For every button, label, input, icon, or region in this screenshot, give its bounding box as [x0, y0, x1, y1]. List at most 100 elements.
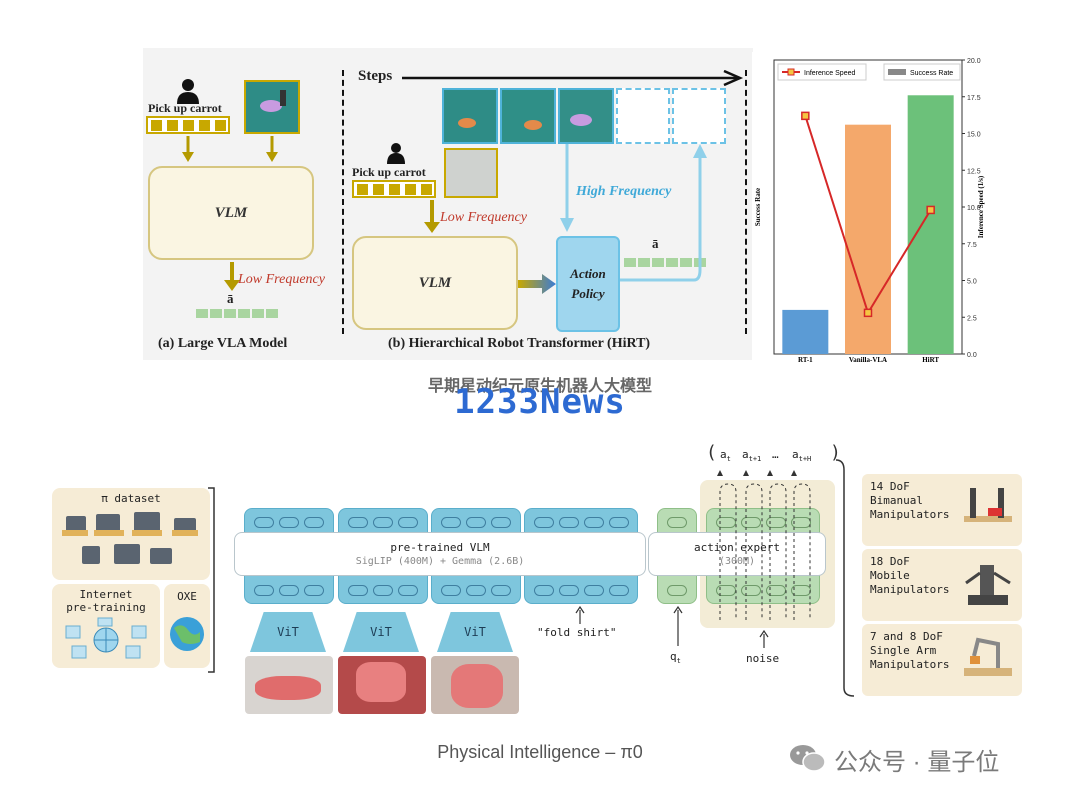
pretrained-vlm-bar: pre-trained VLM SigLIP (400M) + Gemma (2…: [234, 532, 646, 576]
vit-encoder-3: ViT: [437, 612, 513, 652]
robot-dof-1: 14 DoF: [870, 480, 910, 493]
policy-label-2: Policy: [571, 286, 605, 301]
action-t-plus-1: at+1: [742, 448, 762, 464]
bottom-caption: Physical Intelligence – π0: [437, 742, 643, 762]
chart-svg: RT-1 Vanilla-VLA HiRT 0.0 2.5 5.0 7.5 10.0 12.5 1…: [754, 58, 985, 364]
vlm-box-b: VLM: [352, 236, 518, 330]
separator-a-b: [342, 70, 344, 334]
right-tick-label: 7.5: [967, 242, 977, 249]
frames-to-policy-arrow: [560, 144, 574, 232]
bar-rt-1: [782, 309, 829, 354]
instruction-label-a: Pick up carrot: [148, 101, 222, 115]
high-frequency-label: High Frequency: [576, 184, 672, 199]
instruction-label-b: Pick up carrot: [352, 165, 426, 179]
right-tick-label: 12.5: [967, 168, 981, 175]
speed-marker-rt-1: [801, 111, 810, 121]
pi-dataset-card: π dataset: [52, 488, 210, 580]
globe-network-icon: [65, 617, 147, 659]
noise-label: noise: [746, 652, 780, 665]
legend-box-success: [883, 63, 961, 81]
low-frequency-label-a: Low Frequency: [238, 272, 325, 287]
action-symbol-a: ā: [227, 291, 234, 306]
x-tick-label: HiRT: [922, 356, 939, 364]
x-tick-label: RT-1: [798, 356, 813, 364]
action-symbol-b: ā: [652, 236, 659, 251]
x-tick-label: Vanilla-VLA: [849, 356, 887, 364]
robot-dof-2: 18 DoF: [870, 555, 910, 568]
robot-type-2: Mobile: [870, 569, 910, 582]
noise-arrow: [759, 630, 769, 648]
right-tick-label: 0.0: [967, 352, 977, 359]
person-icon: [177, 79, 199, 104]
vlm-subtitle: SigLIP (400M) + Gemma (2.6B): [355, 556, 525, 567]
vit-encoder-1: ViT: [250, 612, 326, 652]
future-frame-1: [616, 88, 670, 144]
legend-marker-speed: [787, 68, 795, 76]
robot-dof-3: 7 and 8 DoF: [870, 630, 943, 643]
right-tick-label: 2.5: [967, 315, 977, 322]
steps-label: Steps: [358, 68, 393, 84]
robot-kind-2: Manipulators: [870, 583, 950, 596]
internet-pretraining-card: Internet pre-training: [52, 584, 160, 668]
wechat-account-label: 公众号 · 量子位: [834, 749, 1000, 776]
camera-image-2: [338, 656, 426, 714]
legend-label-speed: Inference Speed: [804, 70, 855, 77]
pi-dataset-label: π dataset: [101, 492, 161, 505]
legend-label-success: Success Rate: [910, 70, 953, 77]
internet-label: Internet: [79, 588, 133, 601]
robot-kind-1: Manipulators: [870, 508, 950, 521]
person-icon-b: [387, 143, 405, 164]
frame-3: [558, 88, 614, 144]
policy-feedback-arrow: [620, 144, 707, 282]
steps-arrow: [402, 70, 744, 86]
text-token-box-b: [352, 180, 436, 198]
vlm-title: pre-trained VLM: [390, 541, 490, 554]
observation-image-b: [444, 148, 498, 198]
vlm-to-policy-arrow: [518, 274, 556, 294]
camera-image-3: [431, 656, 519, 714]
robot-card-single-arm: 7 and 8 DoF Single Arm Manipulators: [862, 624, 1022, 696]
single-arm-robot-icon: [964, 637, 1012, 676]
low-frequency-label-b: Low Frequency: [440, 210, 527, 225]
oxe-card: OXE: [164, 584, 210, 668]
action-expert-title: action expert: [693, 541, 781, 554]
right-tick-label: 17.5: [967, 95, 981, 102]
robot-arms-illustration: [62, 512, 198, 564]
arrows-into-vlm-a: [182, 136, 278, 162]
left-axis-label: Success Rate: [754, 188, 762, 226]
prompt-label: "fold shirt": [537, 626, 617, 639]
camera-image-1: [245, 656, 333, 714]
oxe-label: OXE: [177, 590, 197, 603]
prompt-arrow: [575, 606, 585, 624]
frame-2: [500, 88, 556, 144]
action-expert-subtitle: (300M): [718, 556, 756, 567]
robot-type-3: Single Arm: [870, 644, 937, 657]
caption-b: (b) Hierarchical Robot Transformer (HiRT…: [388, 336, 651, 351]
actions-open-paren: (: [706, 442, 717, 463]
action-t: at: [720, 448, 731, 464]
datasets-bracket: [208, 487, 215, 673]
action-tokens-a: [196, 309, 280, 319]
pretraining-label: pre-training: [66, 601, 146, 614]
action-policy-box: Action Policy: [556, 236, 620, 332]
figure-caption-cn: 早期星动纪元原生机器人大模型: [427, 378, 652, 395]
robot-card-bimanual: 14 DoF Bimanual Manipulators: [862, 474, 1022, 546]
bimanual-robot-icon: [964, 488, 1012, 522]
caption-a: (a) Large VLA Model: [158, 336, 288, 351]
legend-swatch-success: [888, 69, 906, 75]
qt-arrow: [673, 606, 683, 646]
robot-kind-3: Manipulators: [870, 658, 950, 671]
right-tick-label: 20.0: [967, 58, 981, 65]
qt-label: qt: [670, 650, 681, 666]
observation-image-a: [244, 80, 300, 134]
arrow-into-vlm-b: [424, 200, 440, 233]
actions-close-paren: ): [830, 442, 841, 463]
right-tick-label: 5.0: [967, 279, 977, 286]
arrow-to-action-a: [224, 262, 240, 291]
frame-1: [442, 88, 498, 144]
separator-b-chart: [745, 70, 747, 334]
right-tick-label: 10.0: [967, 205, 981, 212]
bar-vanilla-vla: [845, 124, 891, 355]
legend-box-speed: [777, 63, 867, 81]
mobile-robot-icon: [965, 565, 1011, 605]
